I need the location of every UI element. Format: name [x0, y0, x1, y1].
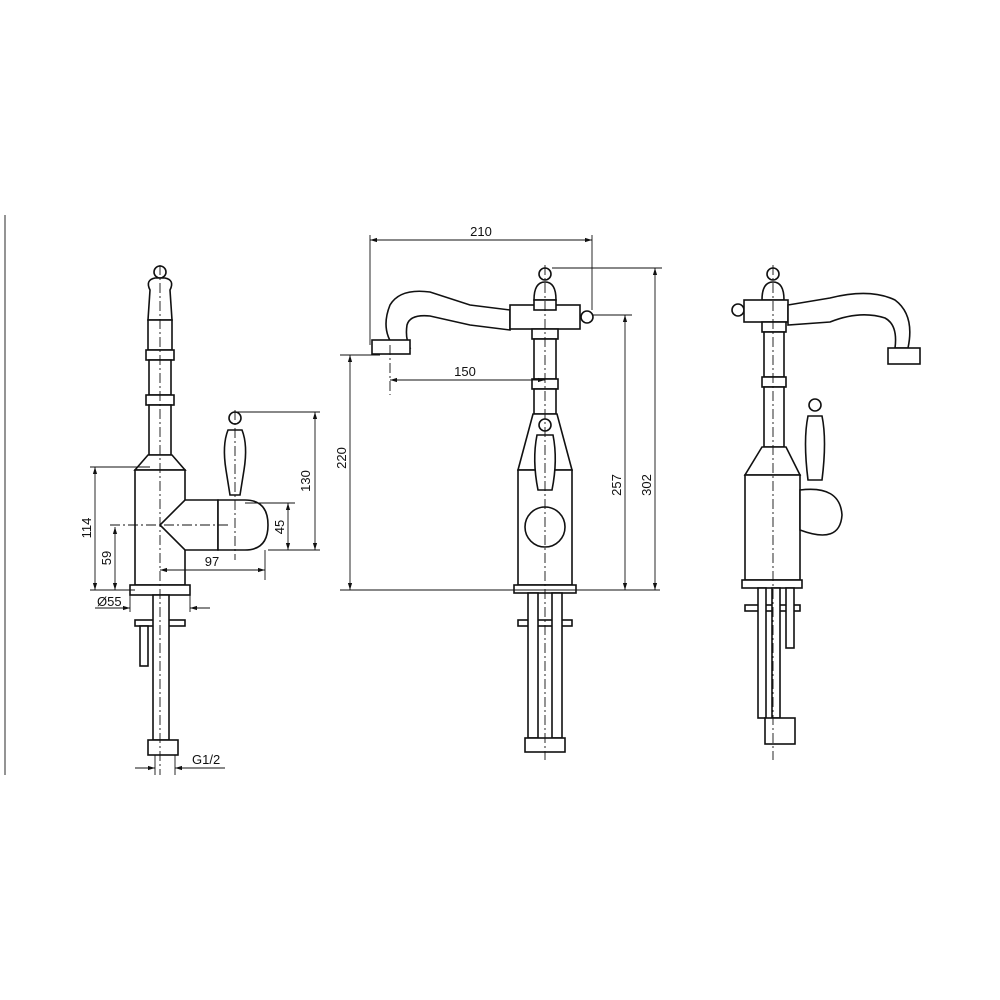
- dim-210: 210: [470, 224, 492, 239]
- side-view: 130 45 114 59 97 Ø55 G1/2: [79, 265, 320, 775]
- dim-114: 114: [79, 518, 94, 539]
- front-view: 210 150 220 257 302: [334, 224, 662, 760]
- dim-45: 45: [272, 520, 287, 534]
- dim-diameter-55: Ø55: [97, 594, 122, 609]
- dim-150: 150: [454, 364, 476, 379]
- dim-thread: G1/2: [192, 752, 220, 767]
- dim-59: 59: [99, 551, 114, 565]
- dim-220: 220: [334, 447, 349, 469]
- dim-257: 257: [609, 474, 624, 496]
- dim-130: 130: [298, 470, 313, 492]
- dim-97: 97: [205, 554, 219, 569]
- rear-side-view: [731, 265, 921, 760]
- dim-302: 302: [639, 474, 654, 496]
